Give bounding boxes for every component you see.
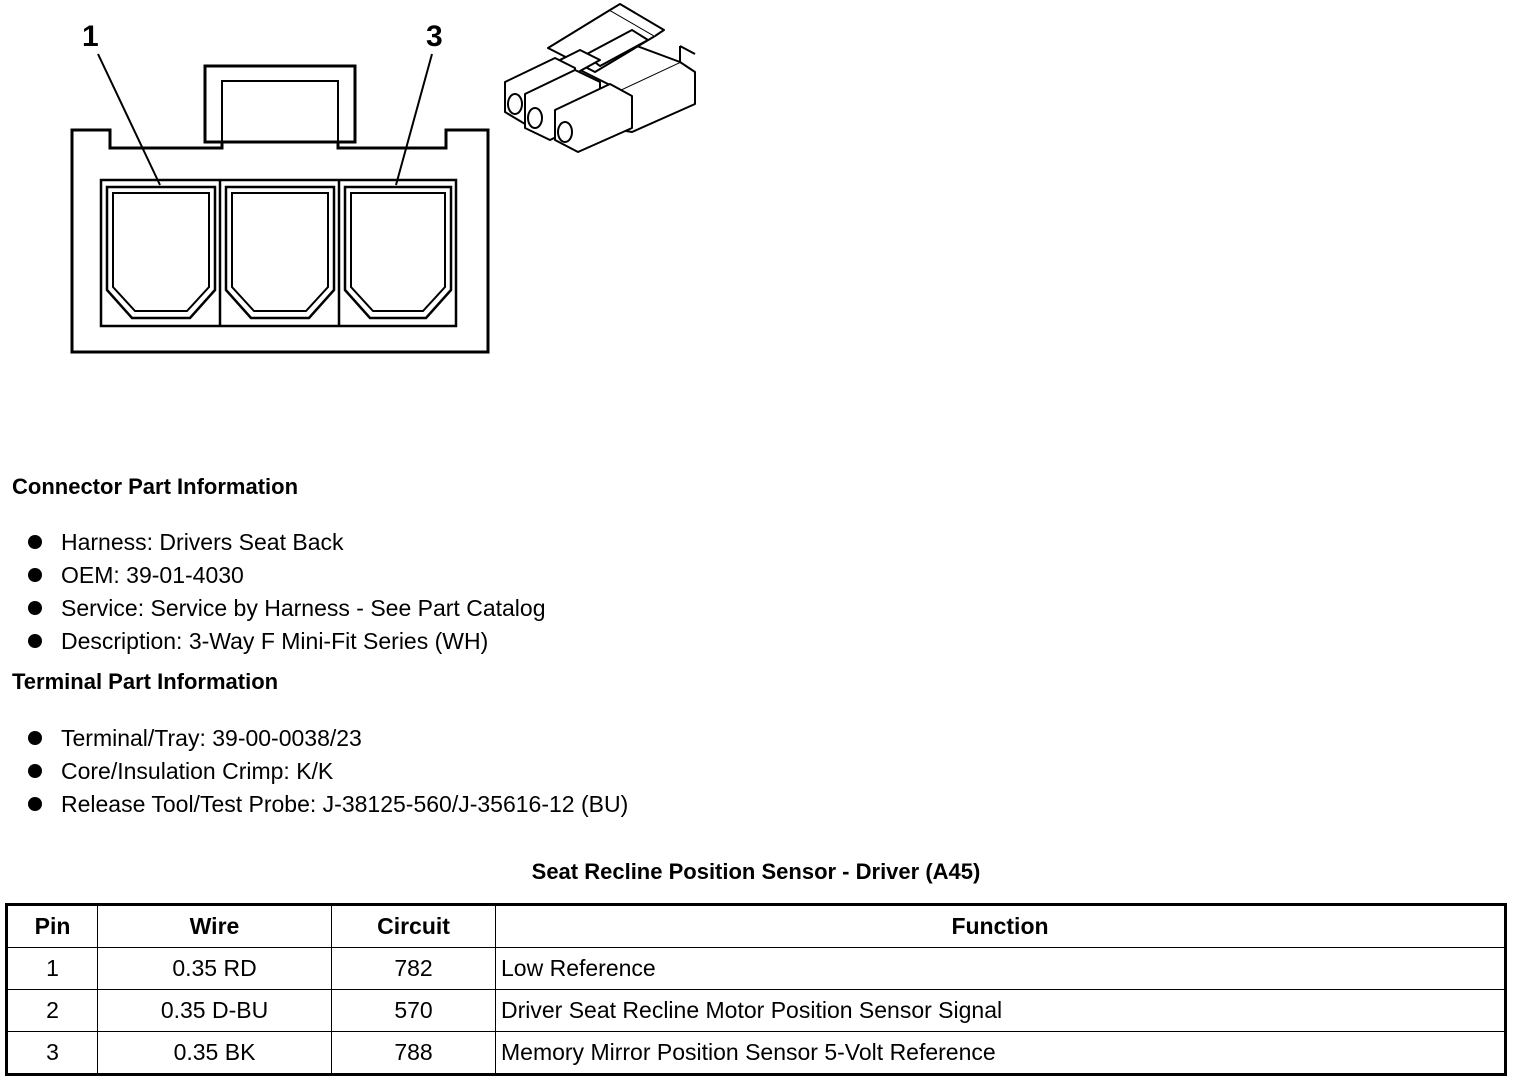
cell-pin: 1 <box>6 947 98 990</box>
list-item: Description: 3-Way F Mini-Fit Series (WH… <box>28 625 545 658</box>
cavity-2 <box>224 185 336 320</box>
table-row: 3 0.35 BK 788 Memory Mirror Position Sen… <box>6 1031 1506 1075</box>
bullet-icon <box>28 534 42 549</box>
connector-face-diagram: 1 3 <box>70 3 696 354</box>
bullet-icon <box>28 763 42 778</box>
table-row: 2 0.35 D-BU 570 Driver Seat Recline Moto… <box>6 989 1506 1032</box>
bullet-icon <box>28 796 42 811</box>
table-title: Seat Recline Position Sensor - Driver (A… <box>531 859 981 884</box>
bullet-icon <box>28 633 42 648</box>
connector-face-view <box>70 53 490 354</box>
cell-function: Memory Mirror Position Sensor 5-Volt Ref… <box>495 1031 1506 1075</box>
pin-1-leader <box>97 53 161 186</box>
pin-3-leader <box>395 53 433 186</box>
cell-circuit: 570 <box>331 989 496 1032</box>
header-function: Function <box>495 904 1506 948</box>
terminal-info-list: Terminal/Tray: 39-00-0038/23 Core/Insula… <box>28 722 628 821</box>
cell-pin: 3 <box>6 1031 98 1075</box>
table-row: 1 0.35 RD 782 Low Reference <box>6 947 1506 990</box>
pin-1-label: 1 <box>82 20 99 53</box>
pin-3-label: 3 <box>426 20 443 53</box>
cell-wire: 0.35 D-BU <box>97 989 332 1032</box>
header-pin: Pin <box>6 904 98 948</box>
table-header-row: Pin Wire Circuit Function <box>6 904 1506 948</box>
header-wire: Wire <box>97 904 332 948</box>
list-item: Release Tool/Test Probe: J-38125-560/J-3… <box>28 788 628 821</box>
pinout-table: Pin Wire Circuit Function 1 0.35 RD 782 … <box>5 903 1507 1076</box>
list-item: Terminal/Tray: 39-00-0038/23 <box>28 722 628 755</box>
cell-circuit: 782 <box>331 947 496 990</box>
cavity-1 <box>105 185 217 320</box>
list-item: Core/Insulation Crimp: K/K <box>28 755 628 788</box>
cell-function: Low Reference <box>495 947 1506 990</box>
connector-info-list: Harness: Drivers Seat Back OEM: 39-01-40… <box>28 526 545 658</box>
connector-info-heading: Connector Part Information <box>12 474 299 499</box>
bullet-icon <box>28 730 42 745</box>
connector-isometric-view <box>504 3 696 153</box>
terminal-info-heading: Terminal Part Information <box>12 669 279 694</box>
list-item: Harness: Drivers Seat Back <box>28 526 545 559</box>
header-circuit: Circuit <box>331 904 496 948</box>
cell-circuit: 788 <box>331 1031 496 1075</box>
cell-wire: 0.35 RD <box>97 947 332 990</box>
cell-wire: 0.35 BK <box>97 1031 332 1075</box>
cell-function: Driver Seat Recline Motor Position Senso… <box>495 989 1506 1032</box>
bullet-icon <box>28 567 42 582</box>
bullet-icon <box>28 600 42 615</box>
connector-latch-inner <box>221 80 339 144</box>
cell-pin: 2 <box>6 989 98 1032</box>
connector-housing <box>70 128 490 354</box>
list-item: OEM: 39-01-4030 <box>28 559 545 592</box>
cavity-frame <box>99 178 458 328</box>
list-item: Service: Service by Harness - See Part C… <box>28 592 545 625</box>
cavity-3 <box>343 185 453 320</box>
